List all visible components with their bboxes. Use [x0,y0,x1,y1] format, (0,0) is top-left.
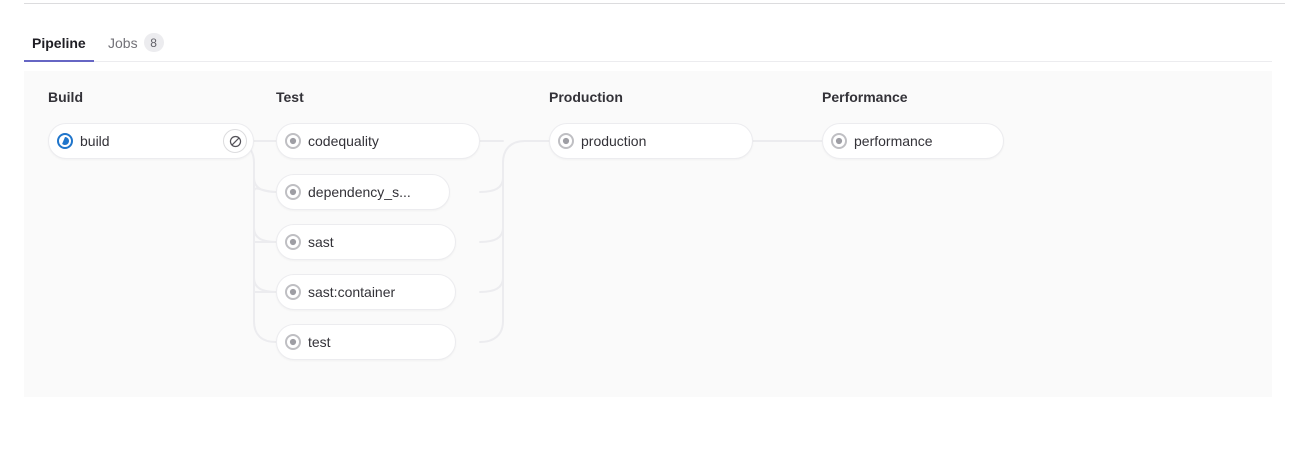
edge-trunk-corner-2 [253,227,277,243]
status-created-icon [285,334,301,350]
stage-performance-title: Performance [822,89,908,105]
tab-jobs[interactable]: Jobs 8 [100,23,172,62]
job-node-sast[interactable]: sast [276,224,456,260]
tab-active-indicator [24,60,94,62]
status-created-icon [285,234,301,250]
job-node-dependency-scanning[interactable]: dependency_s... [276,174,450,210]
edge-sast-out [479,227,504,243]
job-node-test[interactable]: test [276,324,456,360]
status-created-icon [558,133,574,149]
job-node-codequality[interactable]: codequality [276,123,480,159]
job-node-production[interactable]: production [549,123,753,159]
tab-pipeline-label: Pipeline [32,34,86,51]
tab-bar: Pipeline Jobs 8 [24,22,1272,62]
status-running-icon [57,133,73,149]
stage-build-title: Build [48,89,83,105]
stage-test-title: Test [276,89,304,105]
job-node-build[interactable]: build [48,123,254,159]
cancel-icon-button[interactable] [223,129,247,153]
job-name-codequality: codequality [308,133,379,149]
status-created-icon [285,184,301,200]
job-name-sast: sast [308,234,334,250]
job-node-performance[interactable]: performance [822,123,1004,159]
edge-sastcontainer-out [479,277,504,293]
stage-production-title: Production [549,89,623,105]
pipeline-graph-panel: Build build Test [24,71,1272,397]
status-created-icon [285,284,301,300]
job-name-performance: performance [854,133,933,149]
tab-pipeline[interactable]: Pipeline [24,23,94,62]
job-name-build: build [80,133,110,149]
edge-trunk-corner-1 [253,177,277,193]
tab-bar-underline [24,61,1272,62]
edge-test-production-trunk [479,140,550,343]
job-name-test: test [308,334,331,350]
pipeline-edges [229,140,823,343]
tab-jobs-badge: 8 [143,33,164,52]
job-name-dependency-scanning: dependency_s... [308,184,411,200]
edge-dependency-out [479,177,504,193]
status-created-icon [285,133,301,149]
job-name-sast-container: sast:container [308,284,396,300]
cancel-icon [229,135,241,147]
edge-trunk-corner-3 [253,277,277,293]
status-created-icon [831,133,847,149]
job-node-sast-container[interactable]: sast:container [276,274,456,310]
tab-jobs-label: Jobs [108,34,138,51]
job-name-production: production [581,133,647,149]
top-divider [24,3,1285,4]
